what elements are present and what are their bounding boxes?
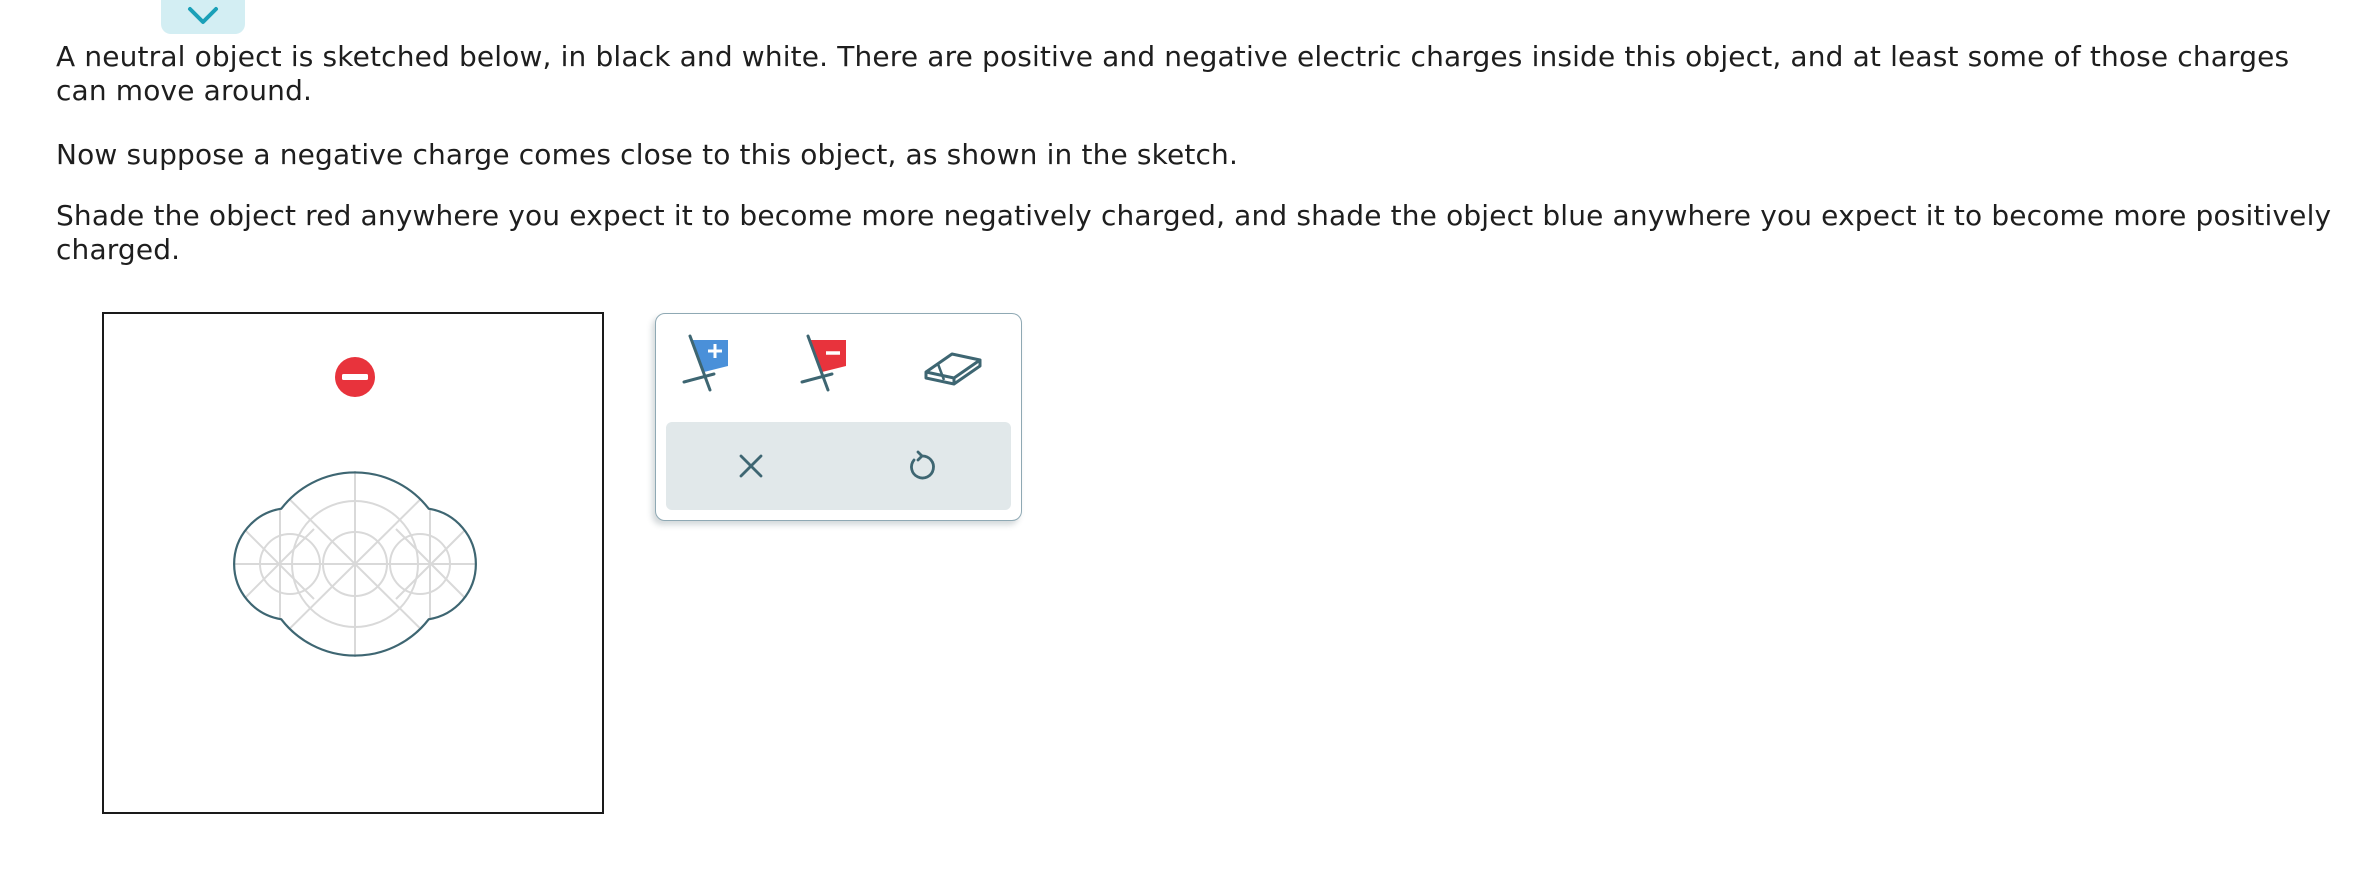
- blue-flag-plus-icon: [682, 334, 728, 392]
- neutral-object-outline: [233, 471, 477, 657]
- eraser-icon: [924, 352, 982, 386]
- clear-button[interactable]: [706, 422, 796, 510]
- red-flag-minus-icon: [800, 334, 846, 392]
- question-paragraph-intro: A neutral object is sketched below, in b…: [56, 40, 2290, 107]
- object-internal-grid: [234, 471, 476, 657]
- collapse-toggle-button[interactable]: [161, 0, 245, 34]
- negative-charge-icon: [335, 357, 375, 397]
- question-paragraph-instructions: Shade the object red anywhere you expect…: [56, 199, 2332, 266]
- undo-button[interactable]: [877, 422, 967, 510]
- close-icon: [739, 454, 763, 478]
- eraser-tool-button[interactable]: [908, 324, 998, 404]
- drawing-toolbox: [655, 313, 1022, 521]
- sketch-canvas[interactable]: [102, 312, 604, 814]
- question-paragraph-setup: Now suppose a negative charge comes clos…: [56, 138, 1238, 171]
- positive-shade-tool-button[interactable]: [672, 324, 762, 404]
- undo-icon: [910, 450, 935, 480]
- negative-shade-tool-button[interactable]: [790, 324, 880, 404]
- toolbox-actions-bar: [666, 422, 1011, 510]
- chevron-down-icon: [188, 7, 218, 24]
